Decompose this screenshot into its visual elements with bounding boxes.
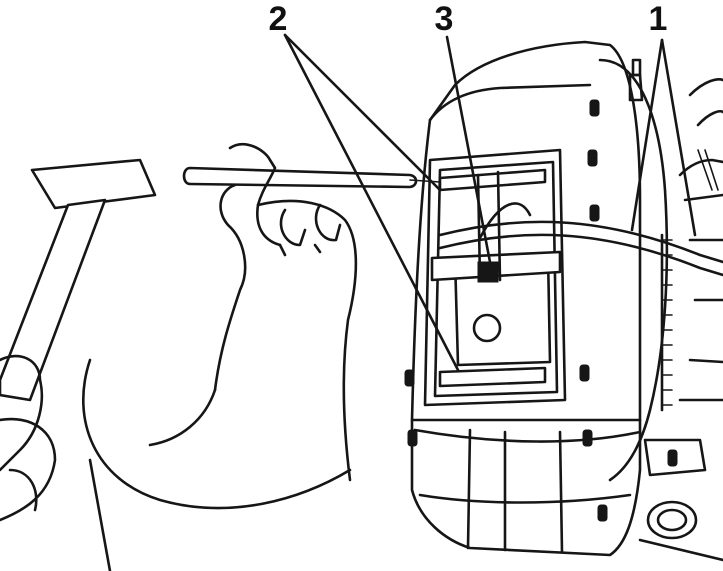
hand-left	[0, 354, 57, 522]
hub-bolt	[638, 438, 723, 562]
hand-right	[213, 142, 358, 482]
brake-disc	[598, 58, 723, 482]
callout-3: 3	[435, 0, 454, 38]
brake-caliper	[404, 40, 644, 557]
brake-hoses	[438, 202, 723, 277]
callout-1: 1	[649, 0, 668, 38]
callout-leaders	[283, 33, 697, 372]
pad-retaining-pin	[476, 170, 502, 283]
arm-sleeve	[82, 358, 352, 571]
hammer	[0, 158, 157, 402]
callout-2: 2	[269, 0, 288, 38]
pin-punch	[182, 166, 441, 189]
